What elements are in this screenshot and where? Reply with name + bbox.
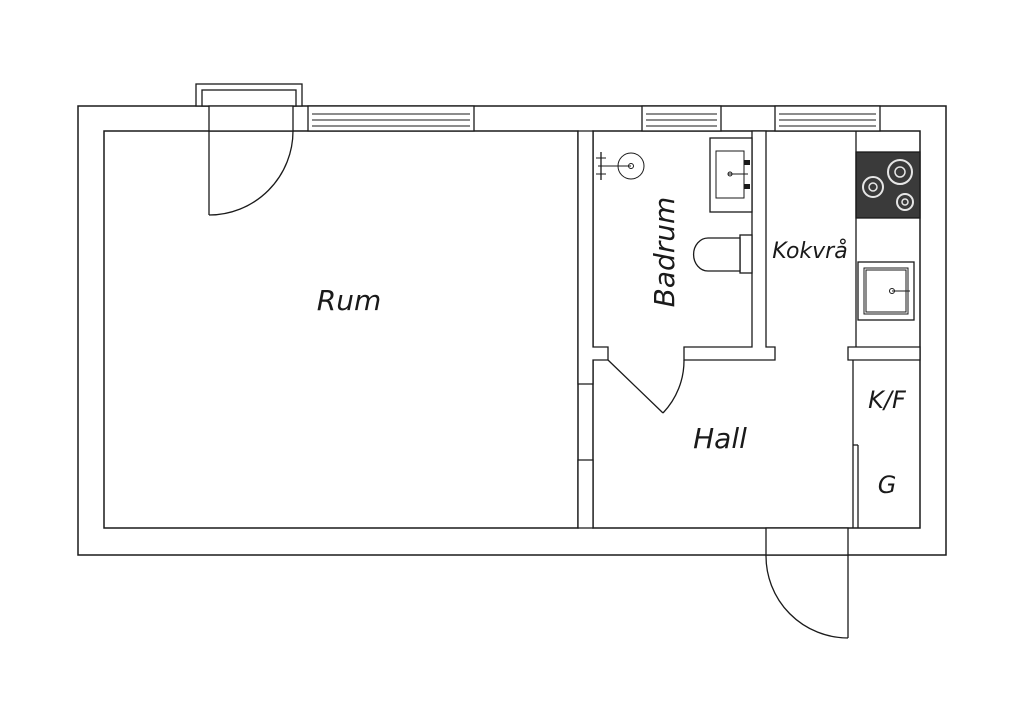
room-label-kf: K/F (868, 386, 907, 414)
bathroom-sink-icon (709, 137, 753, 213)
stove-icon (855, 151, 921, 219)
toilet-icon (692, 234, 753, 274)
balcony-door (195, 83, 303, 216)
room-label-hall: Hall (693, 422, 747, 455)
room-label-kokvra: Kokvrå (772, 238, 847, 264)
window-badrum (641, 105, 722, 132)
window-rum (307, 105, 475, 132)
room-label-badrum: Badrum (648, 197, 681, 308)
room-label-rum: Rum (317, 284, 381, 317)
shower-icon (596, 152, 645, 180)
window-kokvra (774, 105, 881, 132)
kitchen-sink-icon (857, 261, 915, 321)
bathroom-door (607, 359, 685, 414)
outer-walls (77, 105, 947, 556)
room-label-g: G (878, 471, 897, 499)
entrance-door (765, 527, 849, 639)
